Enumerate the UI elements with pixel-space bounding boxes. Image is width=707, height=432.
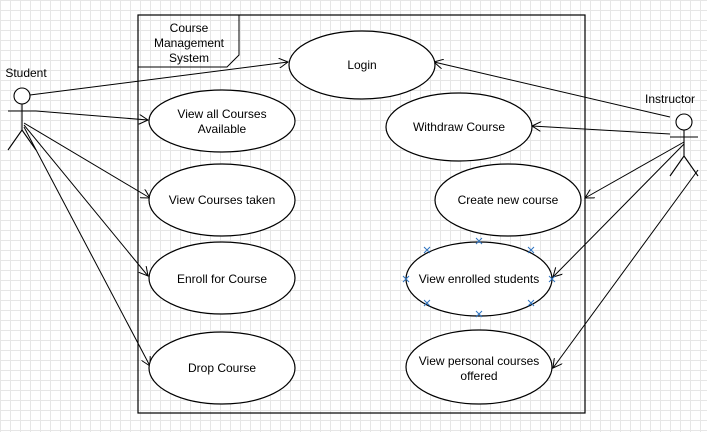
use-case-enroll-for-course[interactable]: Enroll for Course [148, 241, 296, 315]
use-case-view-courses-taken[interactable]: View Courses taken [148, 163, 296, 237]
use-case-enroll-label: Enroll for Course [177, 272, 267, 286]
edge-instructor-login[interactable] [434, 62, 671, 118]
system-boundary[interactable]: Course Management System [137, 14, 586, 414]
instructor-label: Instructor [645, 92, 695, 106]
edge-student-view-all[interactable] [35, 110, 148, 120]
use-case-view-all-courses-label-1: View all Courses [177, 107, 266, 121]
use-case-view-personal-label-2: offered [460, 369, 497, 383]
use-case-view-enrolled-label: View enrolled students [419, 272, 540, 286]
edge-instructor-view-enrolled[interactable] [553, 143, 685, 277]
instructor-actor[interactable]: Instructor [645, 92, 699, 177]
selection-handles[interactable] [402, 237, 556, 318]
use-case-view-personal-courses[interactable]: View personal courses offered [405, 329, 553, 405]
use-case-view-courses-taken-label: View Courses taken [169, 193, 276, 207]
use-case-withdraw-label: Withdraw Course [413, 120, 505, 134]
student-label: Student [5, 66, 47, 80]
edge-instructor-withdraw[interactable] [532, 126, 671, 135]
edge-student-drop[interactable] [23, 126, 150, 366]
use-case-view-all-courses[interactable]: View all Courses Available [148, 89, 296, 153]
use-case-login-label: Login [347, 58, 376, 72]
edge-student-enroll[interactable] [23, 124, 148, 276]
student-actor[interactable]: Student [5, 66, 47, 151]
use-case-view-all-courses-label-2: Available [198, 122, 247, 136]
use-case-drop-label: Drop Course [188, 361, 256, 375]
student-associations [23, 62, 288, 366]
use-case-view-personal-label-1: View personal courses [419, 354, 540, 368]
use-case-login[interactable]: Login [288, 30, 436, 100]
edge-student-login[interactable] [29, 62, 288, 96]
use-case-create-new-course[interactable]: Create new course [434, 163, 582, 237]
use-case-drop-course[interactable]: Drop Course [148, 331, 296, 405]
use-case-create-course-label: Create new course [458, 193, 559, 207]
instructor-associations [434, 62, 699, 368]
edge-instructor-view-personal[interactable] [553, 169, 699, 368]
use-case-withdraw-course[interactable]: Withdraw Course [385, 92, 533, 162]
system-title-line-2: Management [154, 36, 225, 50]
system-title-line-3: System [169, 51, 209, 65]
use-case-view-enrolled-students[interactable]: View enrolled students [402, 237, 556, 318]
system-title-line-1: Course [170, 21, 209, 35]
edge-student-view-taken[interactable] [23, 122, 150, 198]
edge-instructor-create[interactable] [585, 141, 685, 198]
